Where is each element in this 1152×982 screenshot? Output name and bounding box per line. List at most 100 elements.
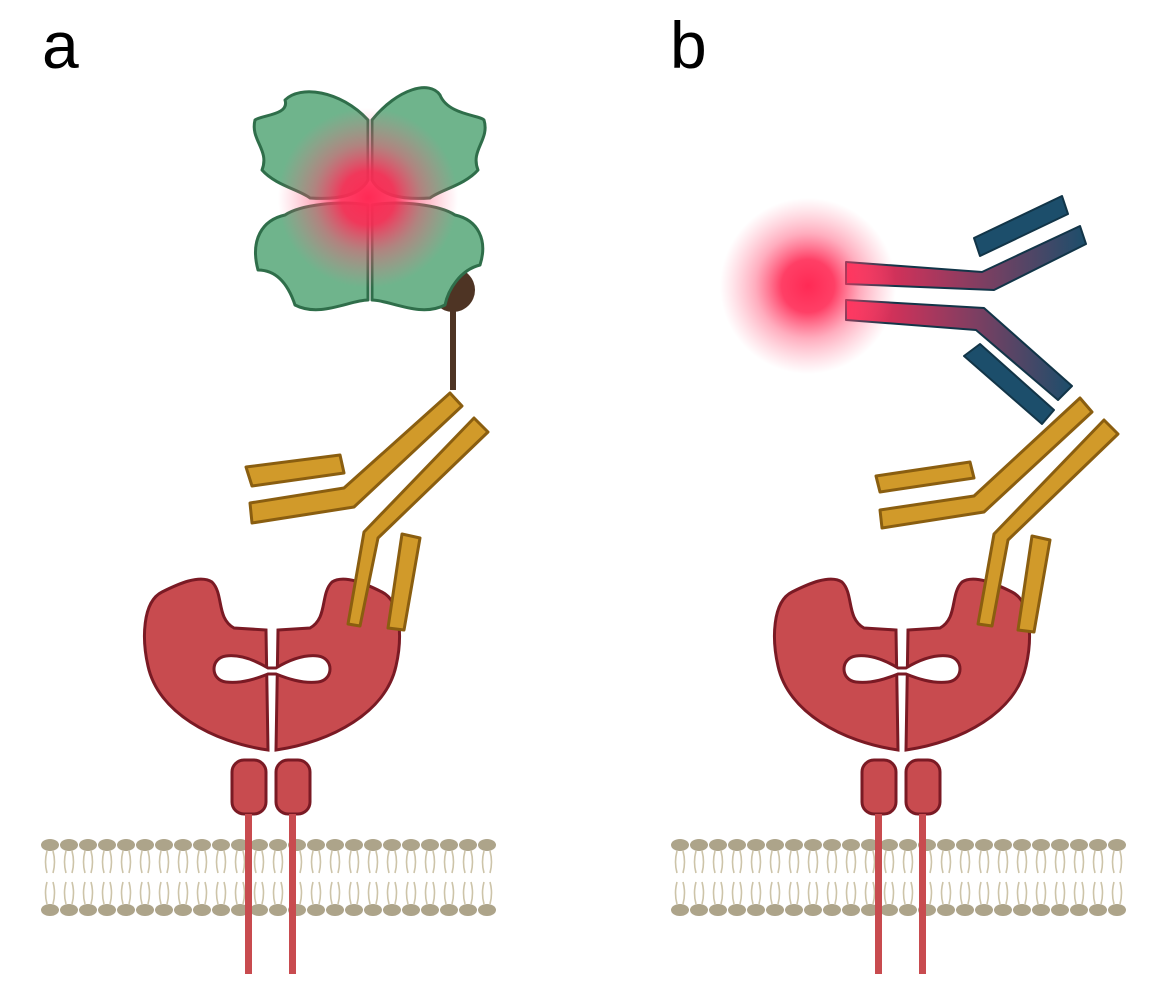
lipid-head (269, 904, 287, 916)
lipid-head (766, 904, 784, 916)
lipid-head (994, 839, 1012, 851)
lipid-head (728, 904, 746, 916)
lipid-tail (424, 850, 428, 874)
lipid-tail (769, 850, 773, 874)
lipid-head (440, 904, 458, 916)
lipid-tail (405, 850, 409, 874)
lipid-tail (310, 850, 314, 874)
lipid-tail (1016, 881, 1020, 905)
lipid-tail (1062, 850, 1066, 874)
lipid-head (1108, 904, 1126, 916)
lipid-tail (929, 881, 933, 905)
lipid-tail (758, 850, 762, 874)
lipid-tail (986, 850, 990, 874)
lipid-tail (128, 850, 132, 874)
lipid-tail (739, 850, 743, 874)
lipid-tail (997, 881, 1001, 905)
lipid-head (459, 904, 477, 916)
lipid-tail (910, 850, 914, 874)
lipid-tail (701, 850, 705, 874)
lipid-tail (731, 881, 735, 905)
lipid-tail (234, 881, 238, 905)
lipid-tail (310, 881, 314, 905)
lipid-head (60, 904, 78, 916)
lipid-tail (489, 881, 493, 905)
lipid-tail (1043, 881, 1047, 905)
lipid-tail (1054, 850, 1058, 874)
lipid-tail (386, 850, 390, 874)
lipid-head (478, 904, 496, 916)
fluorophore-b (720, 198, 896, 374)
lipid-tail (777, 850, 781, 874)
lipid-head (136, 839, 154, 851)
lipid-tail (242, 850, 246, 874)
lipid-tail (299, 850, 303, 874)
lipid-tail (147, 881, 151, 905)
lipid-tail (272, 850, 276, 874)
lipid-tail (891, 850, 895, 874)
lipid-tail (348, 850, 352, 874)
lipid-tail (299, 881, 303, 905)
lipid-tail (128, 881, 132, 905)
lipid-head (326, 904, 344, 916)
lipid-head (345, 904, 363, 916)
lipid-head (478, 839, 496, 851)
lipid-tail (329, 850, 333, 874)
lipid-tail (234, 850, 238, 874)
lipid-tail (367, 881, 371, 905)
lipid-tail (185, 881, 189, 905)
lipid-head (136, 904, 154, 916)
lipid-tail (815, 881, 819, 905)
lipid-tail (481, 881, 485, 905)
lipid-head (402, 904, 420, 916)
lipid-tail (853, 881, 857, 905)
lipid-tail (1092, 850, 1096, 874)
lipid-tail (853, 850, 857, 874)
lipid-tail (215, 881, 219, 905)
lipid-tail (52, 850, 56, 874)
lipid-tail (883, 850, 887, 874)
lipid-head (785, 904, 803, 916)
lipid-head (402, 839, 420, 851)
lipid-head (421, 839, 439, 851)
lipid-tail (701, 881, 705, 905)
lipid-tail (394, 881, 398, 905)
lipid-head (785, 839, 803, 851)
panel-b: b (670, 8, 1126, 976)
lipid-head (880, 839, 898, 851)
lipid-tail (807, 850, 811, 874)
lipid-tail (986, 881, 990, 905)
lipid-tail (44, 881, 48, 905)
lipid-tail (139, 881, 143, 905)
lipid-tail (394, 850, 398, 874)
lipid-tail (674, 881, 678, 905)
panel-b-label: b (670, 8, 707, 82)
lipid-tail (693, 850, 697, 874)
lipid-tail (424, 881, 428, 905)
lipid-tail (177, 881, 181, 905)
lipid-tail (693, 881, 697, 905)
lipid-head (747, 839, 765, 851)
lipid-tail (712, 850, 716, 874)
lipid-tail (872, 881, 876, 905)
lipid-head (193, 839, 211, 851)
lipid-head (1032, 839, 1050, 851)
lipid-tail (82, 850, 86, 874)
lipid-tail (720, 850, 724, 874)
lipid-tail (1062, 881, 1066, 905)
lipid-head (1070, 839, 1088, 851)
lipid-tail (758, 881, 762, 905)
fluorophore-a (278, 108, 458, 288)
lipid-tail (788, 850, 792, 874)
lipid-tail (967, 850, 971, 874)
lipid-tail (413, 881, 417, 905)
lipid-tail (1016, 850, 1020, 874)
lipid-head (1013, 904, 1031, 916)
lipid-tail (796, 850, 800, 874)
lipid-tail (253, 881, 257, 905)
lipid-head (155, 839, 173, 851)
lipid-tail (489, 850, 493, 874)
lipid-tail (90, 850, 94, 874)
lipid-head (709, 904, 727, 916)
lipid-head (728, 839, 746, 851)
